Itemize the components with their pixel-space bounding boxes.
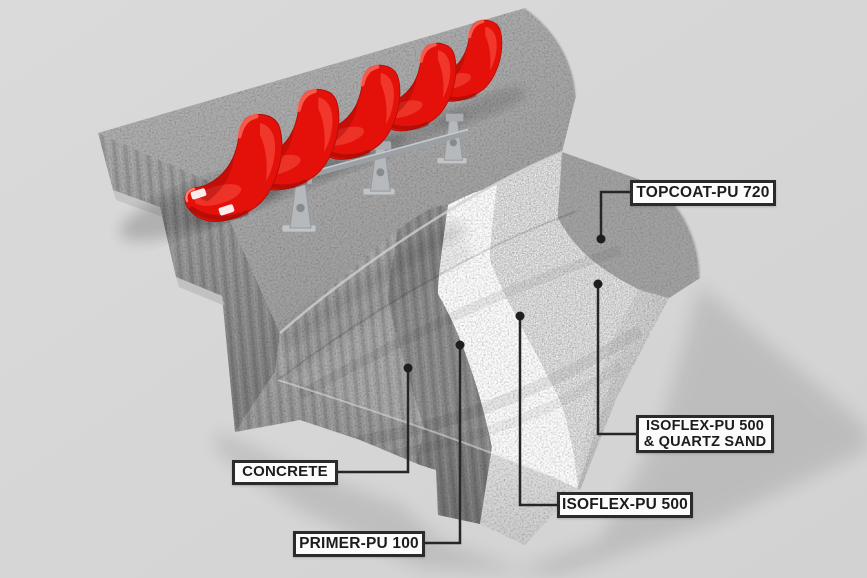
marker-dot-isoflex-quartz: [593, 279, 603, 289]
label-isoflex-quartz-line1: ISOFLEX-PU 500: [645, 417, 765, 434]
marker-dot-topcoat: [596, 234, 606, 244]
marker-dot-concrete: [403, 363, 413, 373]
leader-line-isoflex: [518, 316, 557, 507]
label-primer-pu-100: PRIMER-PU 100: [293, 531, 425, 557]
leader-lines: [338, 190, 636, 545]
ground-shadow: [215, 285, 867, 575]
seat-mount-slot: [190, 188, 207, 200]
leader-line-concrete: [338, 368, 410, 474]
seating-row: [119, 18, 527, 241]
label-isoflex-pu-500: ISOFLEX-PU 500: [557, 492, 693, 518]
seat-mount-slot: [218, 204, 235, 216]
label-isoflex-text: ISOFLEX-PU 500: [562, 496, 688, 514]
marker-dot-isoflex: [515, 311, 525, 321]
label-primer-text: PRIMER-PU 100: [299, 535, 419, 553]
label-isoflex-pu-500-quartz-sand: ISOFLEX-PU 500 & QUARTZ SAND: [636, 415, 774, 453]
label-isoflex-quartz-line2: & QUARTZ SAND: [643, 434, 767, 450]
label-topcoat-pu-720: TOPCOAT-PU 720: [630, 180, 776, 206]
label-concrete: CONCRETE: [232, 460, 338, 485]
label-concrete-text: CONCRETE: [242, 463, 328, 481]
leader-line-isoflex-quartz: [596, 284, 636, 436]
marker-dots: [403, 234, 606, 373]
leader-line-primer: [425, 345, 462, 545]
marker-dot-primer: [455, 340, 465, 350]
leader-line-topcoat: [599, 190, 630, 239]
label-topcoat-text: TOPCOAT-PU 720: [636, 184, 770, 202]
